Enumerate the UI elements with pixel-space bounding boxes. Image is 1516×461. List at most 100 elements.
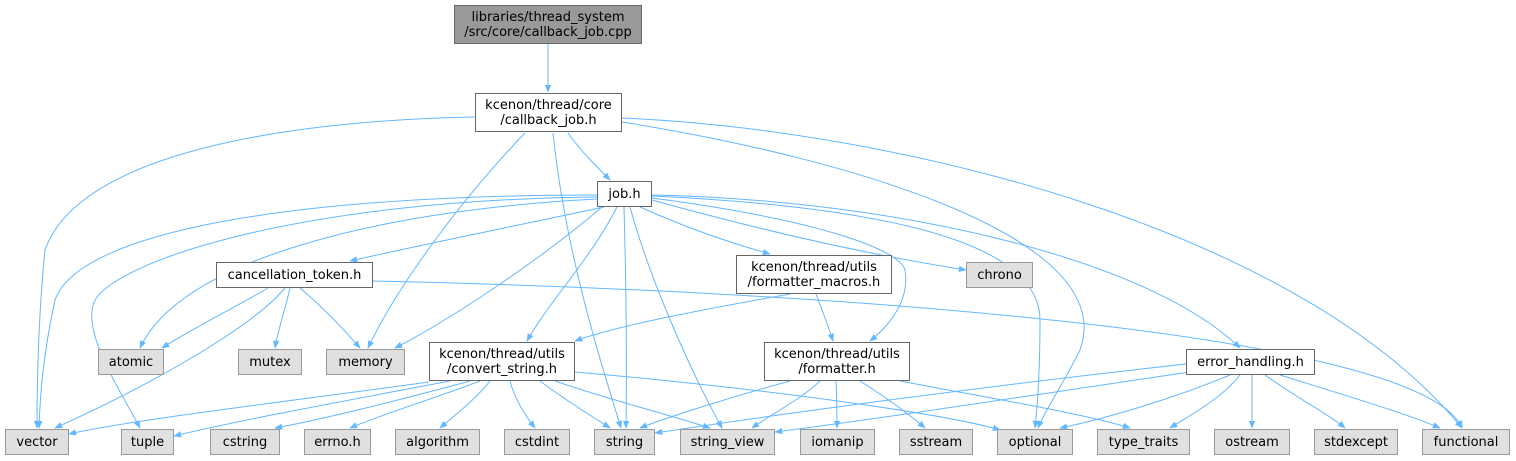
edge-eh-stringview [774, 371, 1191, 435]
edge-eh-string [654, 363, 1187, 436]
node-cstring-label: cstring [222, 434, 268, 450]
edge-job-optional [651, 195, 1041, 429]
node-string-label: string [605, 434, 644, 450]
node-iomanip[interactable]: iomanip [800, 429, 875, 455]
node-cstdint[interactable]: cstdint [504, 429, 570, 455]
edge-cs-cstdint [509, 380, 536, 429]
node-callback-job[interactable]: kcenon/thread/core /callback_job.h [475, 93, 622, 132]
node-stdexcept-label: stdexcept [1324, 434, 1388, 450]
edge-cancel-mutex [273, 287, 291, 349]
node-error-handling[interactable]: error_handling.h [1186, 349, 1315, 375]
edge-eh-typetraits [1169, 374, 1241, 429]
node-type-traits[interactable]: type_traits [1097, 429, 1190, 455]
edge-cs-errno [349, 380, 481, 429]
edge-job-chrono [651, 199, 967, 273]
node-callback-job-label: kcenon/thread/core /callback_job.h [485, 97, 612, 128]
edge-f-iomanip [833, 380, 841, 429]
node-chrono[interactable]: chrono [966, 262, 1033, 288]
node-root-label: libraries/thread_system /src/core/callba… [464, 9, 632, 40]
edge-cancel-vector [54, 287, 286, 429]
edge-cs-stringview [554, 380, 711, 429]
edge-job-memory [394, 206, 603, 349]
edge-job-string [622, 206, 630, 429]
edge-job-atomic [139, 198, 598, 349]
edge-job-cancel [349, 206, 605, 263]
node-optional-label: optional [1008, 434, 1062, 450]
edge-f-sstream [859, 380, 926, 429]
edge-eh-functional [1279, 374, 1441, 429]
node-iomanip-label: iomanip [811, 434, 864, 450]
node-functional[interactable]: functional [1422, 429, 1510, 455]
node-memory[interactable]: memory [326, 349, 405, 375]
node-string-view[interactable]: string_view [680, 429, 775, 455]
node-mutex[interactable]: mutex [238, 349, 302, 375]
edge-eh-stdexcept [1264, 374, 1346, 429]
edge-cb-job [567, 132, 611, 181]
node-job-label: job.h [608, 186, 641, 202]
edge-cs-algorithm [439, 380, 491, 429]
edge-f-stringview [751, 380, 821, 429]
node-job[interactable]: job.h [597, 181, 652, 207]
edge-job-formatter [651, 197, 907, 342]
edge-job-fmtmacros [639, 206, 771, 256]
edge-f-typetraits [899, 380, 1131, 429]
node-formatter-macros-label: kcenon/thread/utils /formatter_macros.h [747, 259, 881, 290]
node-sstream[interactable]: sstream [899, 429, 973, 455]
edge-cs-cstring [274, 380, 471, 430]
node-formatter[interactable]: kcenon/thread/utils /formatter.h [764, 342, 910, 381]
edge-f-string [639, 380, 791, 429]
node-sstream-label: sstream [909, 434, 963, 450]
node-tuple[interactable]: tuple [121, 429, 174, 455]
edge-cs-string [539, 380, 611, 429]
node-type-traits-label: type_traits [1108, 434, 1179, 450]
edge-group [33, 43, 1463, 438]
node-root[interactable]: libraries/thread_system /src/core/callba… [454, 5, 642, 44]
edge-job-convert [526, 206, 618, 342]
edge-fm-convert [574, 293, 791, 342]
edge-cs-optional [574, 371, 1001, 431]
node-formatter-macros[interactable]: kcenon/thread/utils /formatter_macros.h [736, 255, 892, 294]
edge-cancel-memory [299, 287, 361, 349]
node-algorithm[interactable]: algorithm [395, 429, 480, 455]
node-cancellation-token[interactable]: cancellation_token.h [216, 262, 373, 288]
edge-cb-vector [33, 116, 476, 429]
edge-job-stringview [629, 206, 723, 429]
node-ostream[interactable]: ostream [1214, 429, 1290, 455]
edge-cb-memory [367, 132, 526, 349]
edge-cs-vector [68, 381, 430, 436]
node-atomic[interactable]: atomic [98, 349, 164, 375]
node-vector[interactable]: vector [5, 429, 69, 455]
edge-job-vector [36, 194, 598, 429]
edge-eh-optional [1059, 374, 1231, 430]
node-convert-string-label: kcenon/thread/utils /convert_string.h [439, 346, 565, 377]
edge-cb-functional [621, 117, 1463, 429]
node-functional-label: functional [1433, 434, 1499, 450]
node-atomic-label: atomic [108, 354, 154, 370]
node-cstdint-label: cstdint [514, 434, 560, 450]
node-mutex-label: mutex [249, 354, 291, 370]
node-formatter-label: kcenon/thread/utils /formatter.h [774, 346, 900, 377]
node-stdexcept[interactable]: stdexcept [1314, 429, 1398, 455]
node-chrono-label: chrono [977, 267, 1022, 283]
node-string-view-label: string_view [690, 434, 765, 450]
node-ostream-label: ostream [1225, 434, 1279, 450]
edge-cancel-functional [372, 280, 1463, 429]
edge-job-errorhandling [651, 194, 1241, 349]
node-error-handling-label: error_handling.h [1197, 354, 1304, 370]
node-convert-string[interactable]: kcenon/thread/utils /convert_string.h [429, 342, 575, 381]
node-algorithm-label: algorithm [406, 434, 469, 450]
edge-fm-formatter [815, 293, 834, 342]
edge-cancel-atomic [161, 287, 269, 349]
node-optional[interactable]: optional [997, 429, 1073, 455]
edge-cs-tuple [173, 380, 451, 438]
node-errno[interactable]: errno.h [304, 429, 371, 455]
node-errno-label: errno.h [314, 434, 361, 450]
node-tuple-label: tuple [130, 434, 165, 450]
node-memory-label: memory [338, 354, 393, 370]
node-cancellation-token-label: cancellation_token.h [227, 267, 362, 283]
node-vector-label: vector [16, 434, 58, 450]
node-string[interactable]: string [594, 429, 655, 455]
node-cstring[interactable]: cstring [210, 429, 280, 455]
